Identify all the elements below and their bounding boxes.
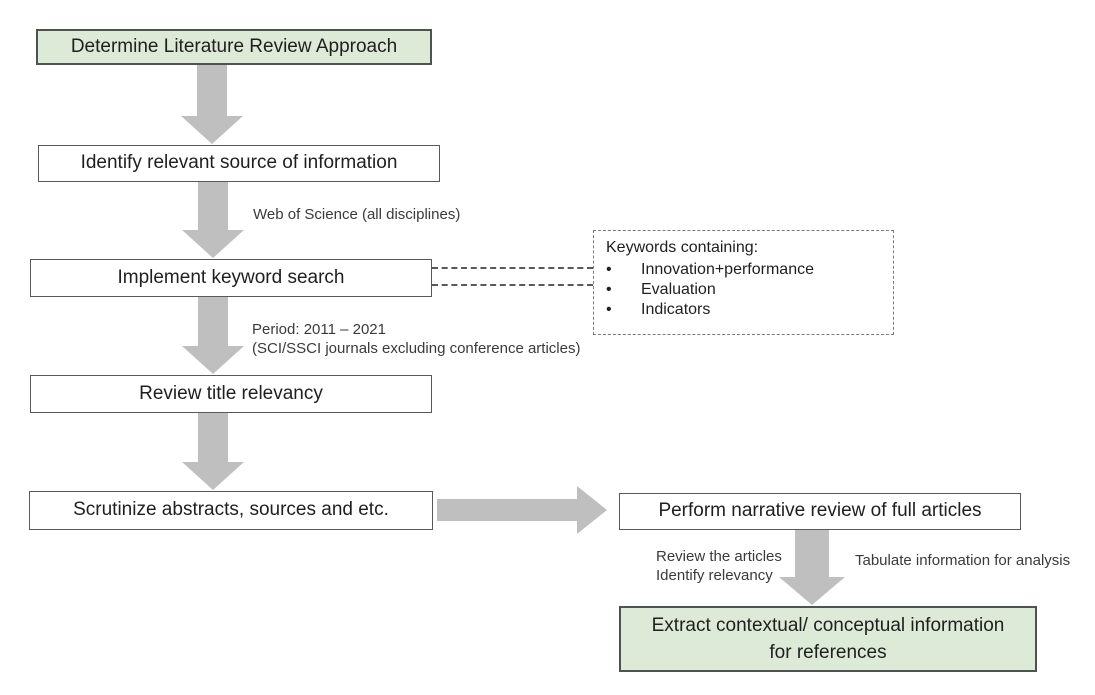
- flow-step-keyword-search: Implement keyword search: [30, 259, 432, 297]
- keywords-title: Keywords containing:: [606, 239, 759, 256]
- flow-step-label: Determine Literature Review Approach: [70, 35, 398, 57]
- flow-step-extract-information: Extract contextual/ conceptual informati…: [619, 606, 1037, 672]
- flow-step-label: Scrutinize abstracts, sources and etc.: [73, 499, 389, 521]
- annotation-review-line2: Identify relevancy: [656, 567, 773, 584]
- dashed-connector-top: [432, 267, 593, 269]
- keyword-label: Evaluation: [641, 281, 716, 298]
- arrow-head: [182, 230, 244, 258]
- bullet-icon: •: [606, 261, 612, 278]
- annotation-review: Review the articles Identify relevancy: [656, 547, 782, 585]
- arrow-shaft: [795, 530, 829, 577]
- flow-step-narrative-review: Perform narrative review of full article…: [619, 493, 1021, 530]
- flow-step-label: Review title relevancy: [139, 382, 323, 404]
- arrow-shaft: [198, 413, 228, 462]
- arrow-head: [182, 462, 244, 490]
- down-arrow-5: [779, 530, 845, 605]
- flow-step-determine-approach: Determine Literature Review Approach: [36, 29, 432, 65]
- arrow-head: [181, 116, 243, 144]
- flow-step-label-line1: Extract contextual/ conceptual informati…: [651, 615, 1005, 636]
- annotation-period: Period: 2011 – 2021 (SCI/SSCI journals e…: [252, 320, 580, 358]
- down-arrow-4: [182, 413, 244, 490]
- flow-step-identify-source: Identify relevant source of information: [38, 145, 440, 182]
- flow-step-label: Perform narrative review of full article…: [658, 500, 982, 522]
- keyword-item: • Evaluation: [606, 280, 883, 300]
- annotation-review-line1: Review the articles: [656, 548, 782, 565]
- annotation-source: Web of Science (all disciplines): [253, 206, 461, 223]
- keyword-label: Innovation+performance: [641, 261, 814, 278]
- flow-step-label: Extract contextual/ conceptual informati…: [652, 612, 1005, 666]
- annotation-period-line1: Period: 2011 – 2021: [252, 321, 386, 338]
- dashed-connector-bottom: [432, 284, 593, 286]
- arrow-shaft: [197, 65, 227, 116]
- bullet-icon: •: [606, 281, 612, 298]
- bullet-icon: •: [606, 301, 612, 318]
- arrow-head: [577, 486, 607, 534]
- annotation-period-line2: (SCI/SSCI journals excluding conference …: [252, 340, 581, 357]
- keyword-item: • Indicators: [606, 300, 883, 320]
- flow-step-title-relevancy: Review title relevancy: [30, 375, 432, 413]
- flow-step-scrutinize-abstracts: Scrutinize abstracts, sources and etc.: [29, 491, 433, 530]
- arrow-head: [182, 346, 244, 374]
- keywords-annotation-box: Keywords containing: • Innovation+perfor…: [593, 230, 894, 335]
- arrow-shaft: [198, 297, 228, 346]
- right-arrow: [437, 486, 607, 534]
- down-arrow-3: [182, 297, 244, 374]
- arrow-shaft: [198, 182, 228, 230]
- annotation-tabulate: Tabulate information for analysis: [855, 552, 1071, 569]
- flow-step-label-line2: for references: [769, 642, 887, 663]
- keyword-item: • Innovation+performance: [606, 260, 883, 280]
- arrow-shaft: [437, 499, 578, 521]
- keyword-label: Indicators: [641, 301, 711, 318]
- down-arrow-2: [182, 182, 244, 258]
- down-arrow-1: [181, 65, 243, 144]
- flow-step-label: Implement keyword search: [117, 266, 345, 288]
- arrow-head: [779, 577, 845, 605]
- flow-step-label: Identify relevant source of information: [80, 152, 398, 174]
